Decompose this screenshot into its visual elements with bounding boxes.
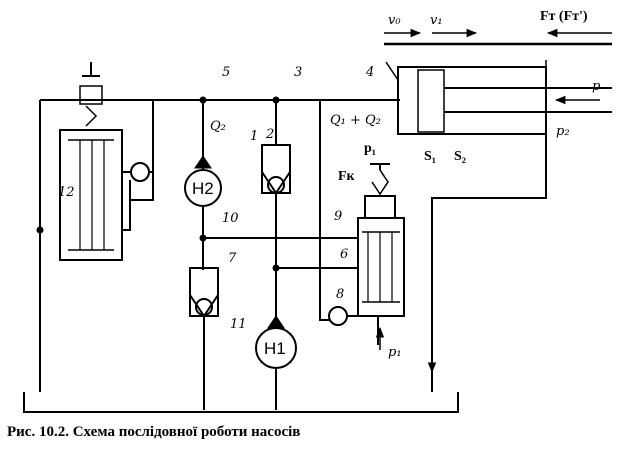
label-10: 10 bbox=[222, 211, 239, 226]
orifice-12 bbox=[130, 162, 150, 182]
label-11: 11 bbox=[230, 317, 247, 332]
figure-caption: Рис. 10.2. Схема послідовної роботи насо… bbox=[7, 424, 301, 440]
label-4: 4 bbox=[365, 65, 374, 80]
check-valve-11 bbox=[189, 267, 219, 317]
relief-valve-12 bbox=[59, 129, 123, 261]
junction-dots bbox=[36, 96, 280, 272]
label-7: 7 bbox=[228, 251, 237, 266]
label-q2: Q₂ bbox=[210, 119, 226, 134]
cylinder-body bbox=[397, 66, 547, 135]
piston-rod bbox=[444, 87, 612, 113]
check-valve-2 bbox=[261, 144, 291, 194]
pump-h1-label: H1 bbox=[264, 339, 286, 358]
label-12: 12 bbox=[58, 185, 75, 200]
label-2: 2 bbox=[265, 127, 274, 142]
label-3: 3 bbox=[294, 65, 302, 80]
label-fk: Fк bbox=[338, 169, 356, 184]
label-8: 8 bbox=[336, 287, 344, 302]
label-p: p bbox=[592, 79, 601, 94]
piston bbox=[417, 69, 445, 133]
drain-line-4 bbox=[385, 61, 399, 81]
label-v1: v₁ bbox=[430, 13, 443, 28]
check-valve-8 bbox=[328, 306, 348, 326]
tank bbox=[23, 392, 459, 413]
label-v0: v₀ bbox=[388, 13, 401, 28]
label-s1: S₁ bbox=[424, 149, 436, 164]
label-ft: Fт (Fт') bbox=[540, 9, 588, 24]
label-p1-bold: p₁ bbox=[364, 141, 376, 156]
label-1: 1 bbox=[250, 129, 258, 144]
label-p2: p₂ bbox=[556, 124, 570, 139]
label-q1-q2: Q₁ + Q₂ bbox=[330, 113, 381, 128]
label-6: 6 bbox=[340, 247, 348, 262]
label-s2: S₂ bbox=[454, 149, 466, 164]
label-5: 5 bbox=[222, 65, 230, 80]
return-line bbox=[431, 134, 547, 392]
label-9: 9 bbox=[334, 209, 342, 224]
label-p1: p₁ bbox=[388, 345, 402, 360]
pump-h2-label: H2 bbox=[192, 179, 214, 198]
